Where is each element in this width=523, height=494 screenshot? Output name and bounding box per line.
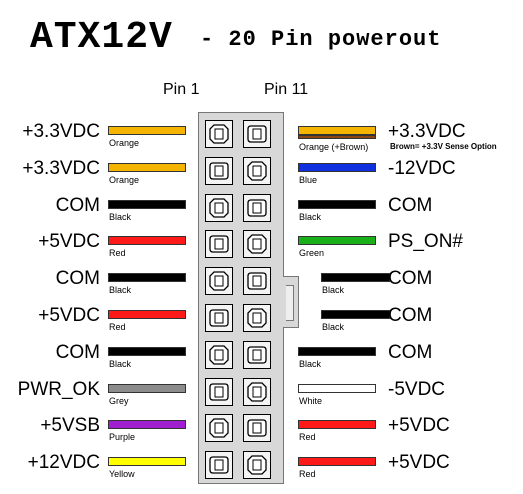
right-wire (298, 346, 376, 356)
left-voltage-label: +5VSB (40, 415, 100, 437)
right-wire-stripe (298, 135, 376, 139)
left-wire (108, 126, 186, 135)
right-voltage-label: COM (388, 341, 433, 363)
right-voltage-label: +5VDC (388, 415, 450, 437)
right-wire (298, 457, 376, 467)
right-wire-note: Brown= +3.3V Sense Option (390, 142, 497, 151)
left-wire-color-label: Yellow (109, 469, 135, 480)
right-wire-color-label: Green (299, 248, 325, 259)
left-voltage-label: +3.3VDC (22, 121, 100, 142)
left-wire (108, 310, 186, 319)
left-wire (108, 236, 186, 246)
pin-cell (243, 377, 271, 406)
pin-cell (205, 377, 233, 406)
pin-cell (205, 156, 233, 185)
right-voltage-label: PS_ON# (388, 231, 463, 253)
pin-cell (205, 120, 233, 148)
pin-cell (243, 230, 271, 259)
right-wire (321, 273, 390, 283)
left-wire (108, 383, 186, 393)
right-voltage-label: +3.3VDC (388, 121, 466, 142)
left-wire-color-label: Grey (109, 395, 129, 406)
pin-11-label: Pin 11 (264, 81, 309, 98)
right-wire (298, 126, 376, 135)
title-subtitle: - 20 Pin powerout (200, 27, 442, 52)
pin-cell (205, 230, 233, 259)
left-voltage-label: +12VDC (27, 452, 100, 474)
left-wire-color-label: Black (109, 358, 132, 369)
right-wire (298, 383, 376, 393)
right-wire-color-label: Black (322, 322, 345, 332)
pin-cell (243, 267, 271, 296)
right-voltage-label: COM (388, 194, 433, 216)
pin-cell (243, 451, 271, 480)
right-voltage-label: -12VDC (388, 157, 456, 179)
right-voltage-label: -5VDC (388, 378, 446, 400)
right-wire-color-label: Black (299, 211, 322, 222)
left-wire (108, 273, 186, 283)
left-wire-color-label: Orange (109, 138, 140, 148)
pin-cell (243, 414, 271, 443)
left-voltage-label: COM (55, 268, 100, 290)
left-wire (108, 346, 186, 356)
pin-1-label: Pin 1 (163, 81, 200, 98)
pin-cell (205, 451, 233, 480)
left-wire-color-label: Black (109, 285, 132, 296)
right-wire (298, 236, 376, 246)
left-voltage-label: +5VDC (38, 231, 100, 253)
right-wire (321, 310, 390, 319)
left-wire-color-label: Orange (109, 174, 140, 185)
left-wire-color-label: Red (109, 322, 126, 332)
right-wire-color-label: Red (299, 432, 316, 443)
left-wire (108, 162, 186, 172)
pin-cell (205, 267, 233, 296)
right-voltage-label: +5VDC (388, 452, 450, 474)
pin-cell (243, 156, 271, 185)
right-wire-color-label: Black (322, 285, 345, 296)
pin-cell (243, 193, 271, 222)
diagram-title: ATX12V - 20 Pin powerout (0, 18, 523, 58)
pin-cell (205, 340, 233, 369)
title-main: ATX12V (30, 16, 173, 59)
left-voltage-label: COM (55, 194, 100, 216)
right-wire-color-label: White (299, 395, 323, 406)
left-voltage-label: +5VDC (38, 305, 100, 326)
left-wire-color-label: Purple (109, 432, 136, 443)
left-voltage-label: COM (55, 341, 100, 363)
left-wire (108, 457, 186, 467)
right-voltage-label: COM (388, 305, 433, 326)
right-wire-color-label: Black (299, 358, 322, 369)
right-voltage-label: COM (388, 268, 433, 290)
right-wire-color-label: Orange (+Brown) (299, 142, 369, 152)
left-wire-color-label: Black (109, 211, 132, 222)
pin-cell (205, 414, 233, 443)
left-voltage-label: +3.3VDC (22, 157, 100, 179)
pin-cell (205, 304, 233, 332)
right-wire (298, 199, 376, 209)
left-voltage-label: PWR_OK (17, 378, 100, 400)
right-wire (298, 420, 376, 430)
left-wire (108, 199, 186, 209)
pin-cell (243, 304, 271, 332)
right-wire-color-label: Red (299, 469, 316, 480)
left-wire (108, 420, 186, 430)
pin-cell (243, 120, 271, 148)
connector-latch (283, 276, 299, 328)
left-wire-color-label: Red (109, 248, 126, 259)
right-wire-color-label: Blue (299, 174, 318, 185)
right-wire (298, 162, 376, 172)
pin-cell (243, 340, 271, 369)
pin-cell (205, 193, 233, 222)
